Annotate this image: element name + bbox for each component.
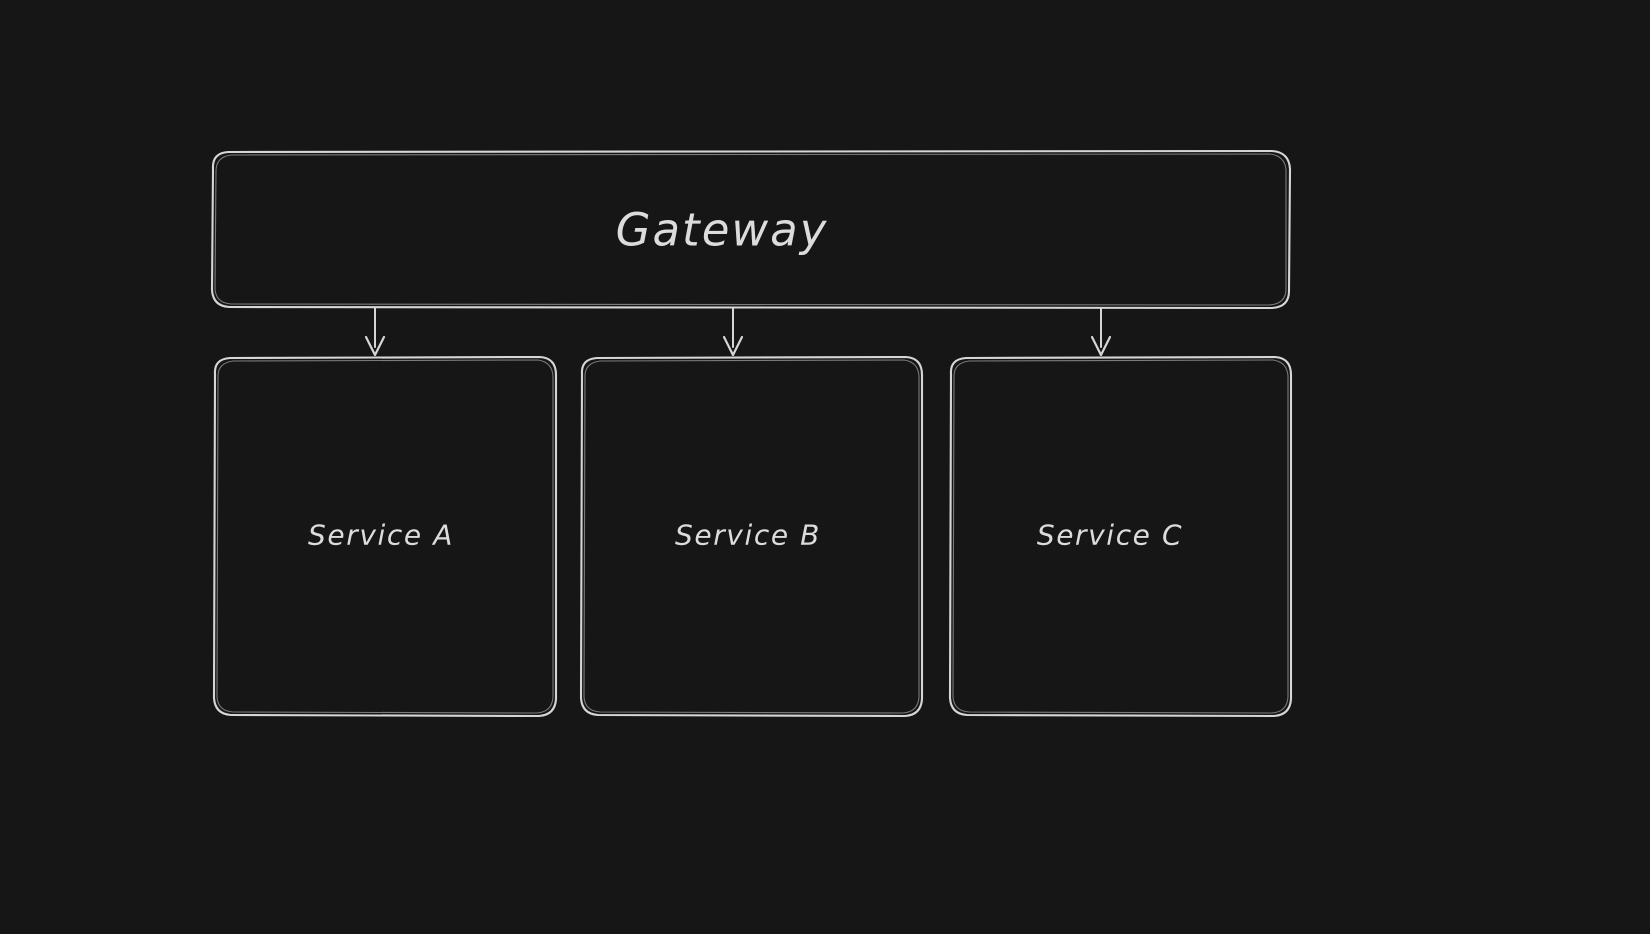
gateway-outline-sketch (214, 153, 1287, 306)
node-service-a[interactable] (212, 355, 558, 718)
edge-gateway-service-a-arrowhead (364, 335, 386, 357)
service-a-outline-sketch (216, 359, 554, 714)
edge-gateway-service-c (1090, 307, 1112, 357)
node-label-gateway: Gateway (615, 203, 829, 257)
node-service-c[interactable] (948, 355, 1293, 718)
node-service-b[interactable] (579, 355, 924, 718)
service-c-outline-sketch (952, 359, 1289, 714)
service-a-outline (212, 355, 558, 718)
service-c-outline (948, 355, 1293, 718)
node-label-service-a: Service A (308, 518, 454, 552)
edge-gateway-service-a (364, 307, 386, 357)
edge-gateway-service-b-arrowhead (722, 335, 744, 357)
node-label-service-b: Service B (675, 518, 821, 552)
node-gateway[interactable] (210, 149, 1292, 310)
service-b-outline-sketch (583, 359, 920, 714)
node-label-service-c: Service C (1036, 518, 1184, 552)
service-b-outline (579, 355, 924, 718)
gateway-outline (210, 149, 1292, 310)
edge-gateway-service-c-arrowhead (1090, 335, 1112, 357)
edge-gateway-service-b (722, 307, 744, 357)
